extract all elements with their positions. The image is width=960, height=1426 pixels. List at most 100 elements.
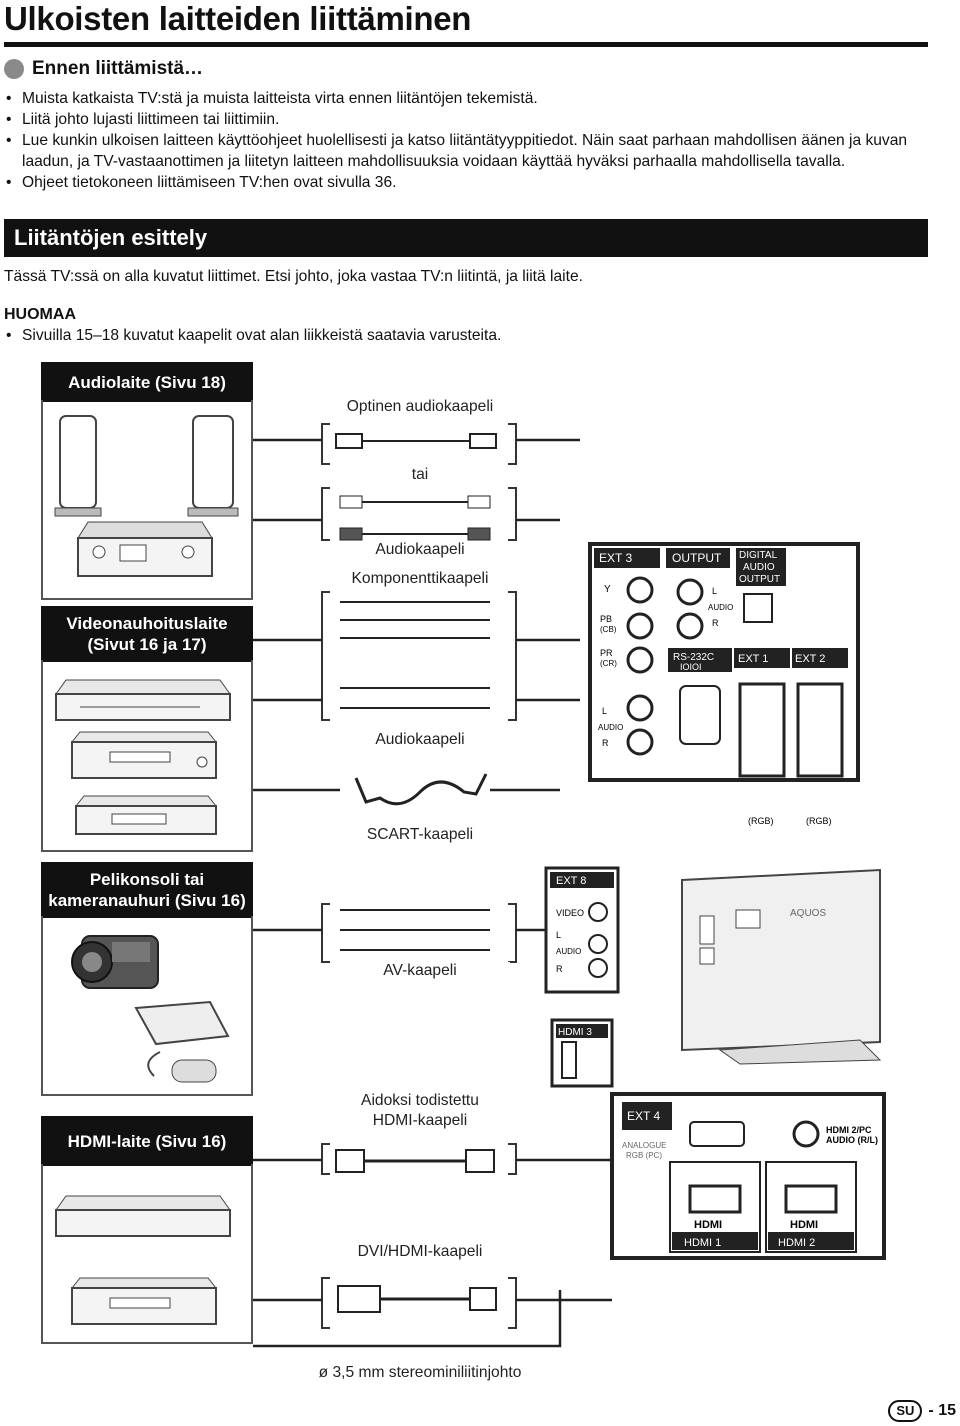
hdmi-dvd-recorder-icon bbox=[55, 1195, 231, 1237]
note-item: Sivuilla 15–18 kuvatut kaapelit ovat ala… bbox=[4, 327, 501, 345]
cb-label: (CB) bbox=[600, 625, 617, 634]
digital-label-1: DIGITAL bbox=[739, 550, 778, 561]
ext8-l-label: L bbox=[556, 930, 561, 940]
component-cable-icon bbox=[340, 601, 490, 709]
output-r-label: R bbox=[712, 618, 719, 628]
intro-text: Tässä TV:ssä on alla kuvatut liittimet. … bbox=[4, 268, 583, 285]
section-band-connections: Liitäntöjen esittely bbox=[4, 219, 928, 257]
connection-diagram: EXT 3 OUTPUT DIGITAL AUDIO OUTPUT Y PB (… bbox=[54, 415, 886, 1348]
dvi-hdmi-cable-label: DVI/HDMI-kaapeli bbox=[330, 1243, 510, 1261]
audio-cable-label: Audiokaapeli bbox=[330, 541, 510, 559]
hdmi2-label: HDMI 2 bbox=[778, 1237, 815, 1249]
game-console-label: Pelikonsoli tai kameranauhuri (Sivu 16) bbox=[41, 862, 253, 918]
dvd-vcr-combo-icon bbox=[70, 731, 218, 779]
ext3-r-label: R bbox=[602, 738, 609, 748]
pr-label: PR bbox=[600, 648, 613, 658]
hdmi2-logo: HDMI bbox=[790, 1219, 818, 1231]
video-recorder-label: Videonauhoituslaite (Sivut 16 ja 17) bbox=[41, 606, 253, 662]
rs232c-symbol: IOIOI bbox=[680, 662, 702, 672]
audio-device-frame bbox=[41, 400, 253, 600]
output-audio-label: AUDIO bbox=[708, 603, 733, 612]
note-list: Sivuilla 15–18 kuvatut kaapelit ovat ala… bbox=[4, 327, 501, 345]
page-number: - 15 bbox=[928, 1402, 956, 1419]
ext8-label: EXT 8 bbox=[556, 875, 586, 887]
output-l-label: L bbox=[712, 586, 717, 596]
hdmi-dvd-player-icon bbox=[70, 1277, 218, 1325]
audio-device-label: Audiolaite (Sivu 18) bbox=[41, 362, 253, 402]
mini-jack-cable-label: ø 3,5 mm stereominiliitinjohto bbox=[290, 1364, 550, 1382]
scart-cable-icon bbox=[354, 773, 488, 806]
ext2-label: EXT 2 bbox=[795, 653, 825, 665]
hdmi-device-frame bbox=[41, 1164, 253, 1344]
list-item: Liitä johto lujasti liittimeen tai liitt… bbox=[4, 109, 934, 130]
note-title: HUOMAA bbox=[4, 306, 76, 323]
digital-label-2: AUDIO bbox=[743, 562, 775, 573]
hdmi2pc-label-1: HDMI 2/PC bbox=[826, 1125, 872, 1135]
y-label: Y bbox=[604, 584, 611, 595]
digital-label-3: OUTPUT bbox=[739, 574, 780, 585]
output-label: OUTPUT bbox=[672, 551, 722, 565]
section-dot-icon bbox=[4, 59, 24, 79]
page-title: Ulkoisten laitteiden liittäminen bbox=[4, 0, 472, 37]
optical-cable-label: Optinen audiokaapeli bbox=[330, 398, 510, 416]
page-footer: SU - 15 bbox=[888, 1400, 956, 1422]
video-recorder-line1: Videonauhoituslaite bbox=[66, 614, 228, 633]
dvd-recorder-icon bbox=[55, 679, 231, 721]
hdmi1-label: HDMI 1 bbox=[684, 1237, 721, 1249]
title-rule bbox=[4, 42, 928, 47]
scart-cable-label: SCART-kaapeli bbox=[330, 826, 510, 844]
rgb-pc-label: RGB (PC) bbox=[626, 1151, 662, 1160]
list-item: Muista katkaista TV:stä ja muista laitte… bbox=[4, 88, 934, 109]
ext8-r-label: R bbox=[556, 964, 563, 974]
ext1-label: EXT 1 bbox=[738, 653, 768, 665]
ext8-video-label: VIDEO bbox=[556, 908, 584, 918]
vcr-icon bbox=[74, 795, 218, 835]
pb-label: PB bbox=[600, 614, 612, 624]
hdmi-device-label: HDMI-laite (Sivu 16) bbox=[41, 1116, 253, 1166]
speaker-left-icon bbox=[54, 415, 102, 517]
optical-cable-icon bbox=[335, 433, 497, 449]
game-console-line1: Pelikonsoli tai bbox=[89, 870, 205, 889]
or-label: tai bbox=[400, 466, 440, 484]
rear-panel-top: EXT 3 OUTPUT DIGITAL AUDIO OUTPUT Y PB (… bbox=[588, 542, 860, 826]
list-item: Lue kunkin ulkoisen laitteen käyttöohjee… bbox=[4, 130, 934, 172]
language-mark: SU bbox=[888, 1400, 923, 1422]
hdmi2pc-label-2: AUDIO (R/L) bbox=[826, 1135, 878, 1145]
rca-audio-cable-icon bbox=[339, 495, 491, 541]
section-before-connecting: Ennen liittämistä… bbox=[4, 58, 203, 80]
tv-rear-view-icon: AQUOS bbox=[681, 868, 882, 1065]
hdmi-cable-label-2: HDMI-kaapeli bbox=[330, 1112, 510, 1130]
hdmi-cable-label-1: Aidoksi todistettu bbox=[330, 1092, 510, 1110]
ext8-audio-label: AUDIO bbox=[556, 947, 581, 956]
list-item: Ohjeet tietokoneen liittämiseen TV:hen o… bbox=[4, 172, 934, 193]
connection-lines bbox=[253, 438, 612, 1348]
speaker-right-icon bbox=[187, 415, 239, 517]
section-heading: Ennen liittämistä… bbox=[32, 58, 204, 79]
ext4-label: EXT 4 bbox=[627, 1109, 660, 1123]
hdmi-cable-icon bbox=[335, 1149, 495, 1173]
audio-cable-label-2: Audiokaapeli bbox=[330, 731, 510, 749]
video-device-frame bbox=[41, 660, 253, 852]
amplifier-icon bbox=[77, 521, 213, 577]
component-cable-label: Komponenttikaapeli bbox=[330, 570, 510, 588]
cr-label: (CR) bbox=[600, 659, 617, 668]
video-recorder-line2: (Sivut 16 ja 17) bbox=[87, 635, 207, 654]
ext3-audio-label: AUDIO bbox=[598, 723, 623, 732]
game-console-icon bbox=[134, 1000, 230, 1083]
camcorder-icon bbox=[71, 935, 159, 989]
dvi-hdmi-cable-icon bbox=[337, 1285, 497, 1313]
tv-brand-label: AQUOS bbox=[790, 908, 826, 919]
instruction-list: Muista katkaista TV:stä ja muista laitte… bbox=[4, 88, 934, 193]
ext2-rgb-label: (RGB) bbox=[806, 816, 832, 826]
ext8-panel: EXT 8 VIDEO L AUDIO R bbox=[544, 866, 620, 994]
av-cable-icon bbox=[340, 909, 490, 951]
ext3-l-label: L bbox=[602, 706, 607, 716]
game-device-frame bbox=[41, 916, 253, 1096]
game-console-line2: kameranauhuri (Sivu 16) bbox=[48, 891, 246, 910]
ext3-label: EXT 3 bbox=[599, 551, 632, 565]
hdmi-rear-panel: EXT 4 ANALOGUE RGB (PC) HDMI 2/PC AUDIO … bbox=[610, 1092, 886, 1260]
cable-brackets bbox=[321, 423, 517, 1329]
rs232c-label: RS-232C bbox=[673, 652, 714, 663]
hdmi3-panel: HDMI 3 bbox=[550, 1018, 614, 1088]
av-cable-label: AV-kaapeli bbox=[330, 962, 510, 980]
